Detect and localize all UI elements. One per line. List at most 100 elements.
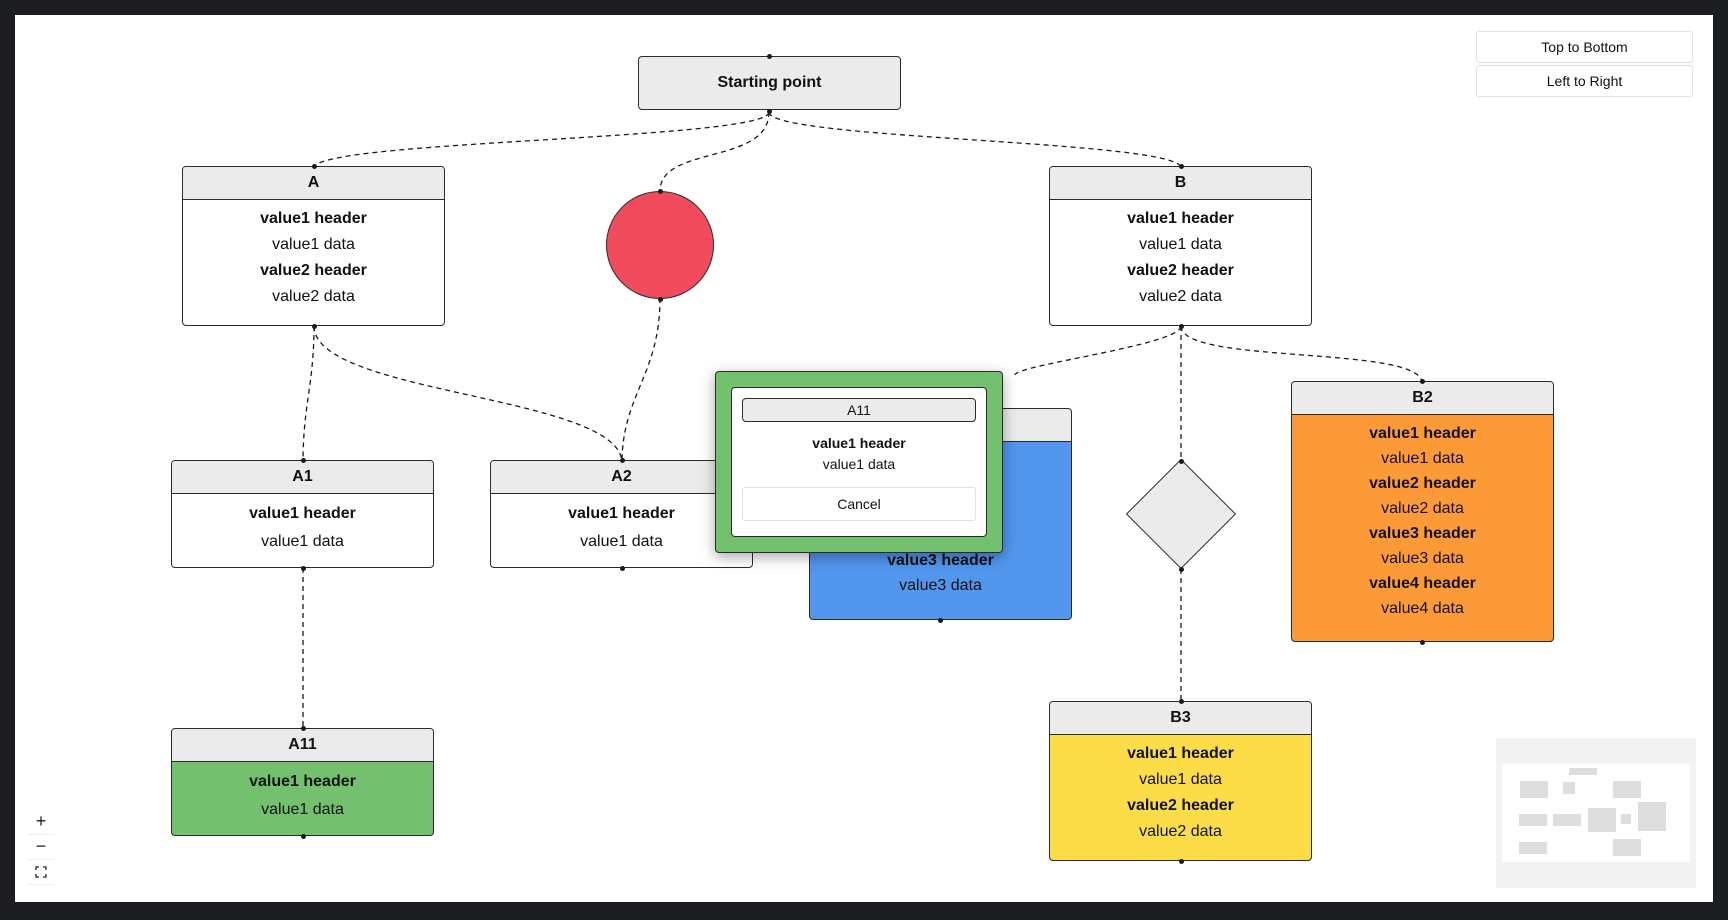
row-data: value3 data — [899, 577, 982, 594]
handle[interactable] — [311, 163, 317, 169]
node-b3-title: B3 — [1050, 702, 1311, 735]
minimap[interactable] — [1496, 738, 1696, 888]
fit-view-button[interactable] — [28, 860, 54, 885]
node-a2[interactable]: A2 value1 header value1 data — [490, 460, 753, 568]
minimap-node — [1613, 839, 1641, 856]
modal-panel: A11 value1 header value1 data Cancel — [731, 387, 987, 537]
handle[interactable] — [657, 188, 663, 194]
row-header: value1 header — [249, 773, 356, 790]
minimap-node — [1621, 814, 1631, 824]
node-starting-point-label: Starting point — [717, 74, 822, 91]
handle[interactable] — [300, 725, 306, 731]
zoom-in-icon: + — [35, 811, 47, 831]
minimap-node — [1519, 814, 1547, 826]
minimap-node — [1569, 768, 1597, 775]
row-header: value2 header — [1127, 262, 1234, 279]
node-a2-title: A2 — [491, 461, 752, 494]
edge-start-a — [313, 111, 770, 169]
edge-start-circle — [659, 111, 770, 192]
zoom-in-button[interactable]: + — [28, 810, 54, 835]
row-data: value1 data — [261, 533, 344, 550]
node-starting-point[interactable]: Starting point — [638, 56, 901, 110]
handle[interactable] — [1178, 566, 1184, 572]
row-header: value1 header — [260, 210, 367, 227]
row-header: value1 header — [568, 505, 675, 522]
handle[interactable] — [657, 296, 663, 302]
node-a-title: A — [183, 167, 444, 200]
node-b3[interactable]: B3 value1 header value1 data value2 header… — [1049, 701, 1312, 861]
node-a-body: value1 header value1 data value2 header val… — [183, 200, 444, 310]
fit-view-icon — [35, 866, 47, 878]
handle[interactable] — [1178, 323, 1184, 329]
minimap-node — [1638, 802, 1666, 831]
edge-a-a2 — [313, 325, 623, 464]
minimap-node — [1588, 808, 1616, 832]
row-data: value1 data — [272, 236, 355, 253]
row-data: value2 data — [1139, 288, 1222, 305]
minimap-node — [1613, 781, 1641, 798]
circle-node[interactable] — [606, 191, 714, 299]
row-header: value1 header — [1369, 425, 1476, 442]
row-header: value3 header — [1369, 525, 1476, 542]
edge-b-b1 — [1014, 325, 1182, 376]
handle[interactable] — [619, 457, 625, 463]
row-data: value4 data — [1381, 600, 1464, 617]
row-header: value1 header — [249, 505, 356, 522]
minimap-node — [1520, 781, 1548, 798]
row-header: value2 header — [1127, 797, 1234, 814]
row-data: value2 data — [272, 288, 355, 305]
zoom-out-icon: − — [35, 836, 47, 856]
handle[interactable] — [1419, 378, 1425, 384]
row-header: value2 header — [1369, 475, 1476, 492]
row-header: value1 header — [1127, 745, 1234, 762]
node-a1-title: A1 — [172, 461, 433, 494]
node-a2-body: value1 header value1 data — [491, 494, 752, 556]
row-header: value4 header — [1369, 575, 1476, 592]
handle[interactable] — [311, 323, 317, 329]
handle[interactable] — [300, 833, 306, 839]
edge-b-b2 — [1180, 325, 1423, 384]
left-to-right-button[interactable]: Left to Right — [1476, 65, 1693, 97]
handle[interactable] — [766, 108, 772, 114]
handle[interactable] — [1178, 858, 1184, 864]
row-data: value2 data — [1139, 823, 1222, 840]
edge-circle-a2 — [621, 297, 661, 464]
row-data: value3 data — [1381, 550, 1464, 567]
row-header: value2 header — [260, 262, 367, 279]
modal-header-text: value1 header — [812, 435, 906, 451]
row-header: value3 header — [887, 552, 994, 569]
handle[interactable] — [1178, 458, 1184, 464]
zoom-out-button[interactable]: − — [28, 835, 54, 860]
row-data: value1 data — [1139, 236, 1222, 253]
edge-a-a1 — [302, 325, 315, 464]
top-to-bottom-button[interactable]: Top to Bottom — [1476, 31, 1693, 63]
handle[interactable] — [1178, 163, 1184, 169]
modal-title: A11 — [742, 398, 976, 422]
row-data: value1 data — [580, 533, 663, 550]
flow-canvas[interactable]: Starting point A value1 header value1 dat… — [15, 15, 1713, 902]
handle[interactable] — [766, 53, 772, 59]
row-data: value1 data — [1139, 771, 1222, 788]
handle[interactable] — [1419, 639, 1425, 645]
handle[interactable] — [300, 457, 306, 463]
node-b-title: B — [1050, 167, 1311, 200]
node-a11-title: A11 — [172, 729, 433, 762]
node-a1[interactable]: A1 value1 header value1 data — [171, 460, 434, 568]
minimap-node — [1519, 842, 1547, 854]
node-b2-title: B2 — [1292, 382, 1553, 415]
handle[interactable] — [1178, 698, 1184, 704]
handle[interactable] — [300, 565, 306, 571]
handle[interactable] — [937, 617, 943, 623]
node-a1-body: value1 header value1 data — [172, 494, 433, 556]
edge-start-b — [768, 111, 1182, 169]
handle[interactable] — [619, 565, 625, 571]
cancel-button[interactable]: Cancel — [742, 487, 976, 521]
edge-layer — [302, 111, 1423, 730]
